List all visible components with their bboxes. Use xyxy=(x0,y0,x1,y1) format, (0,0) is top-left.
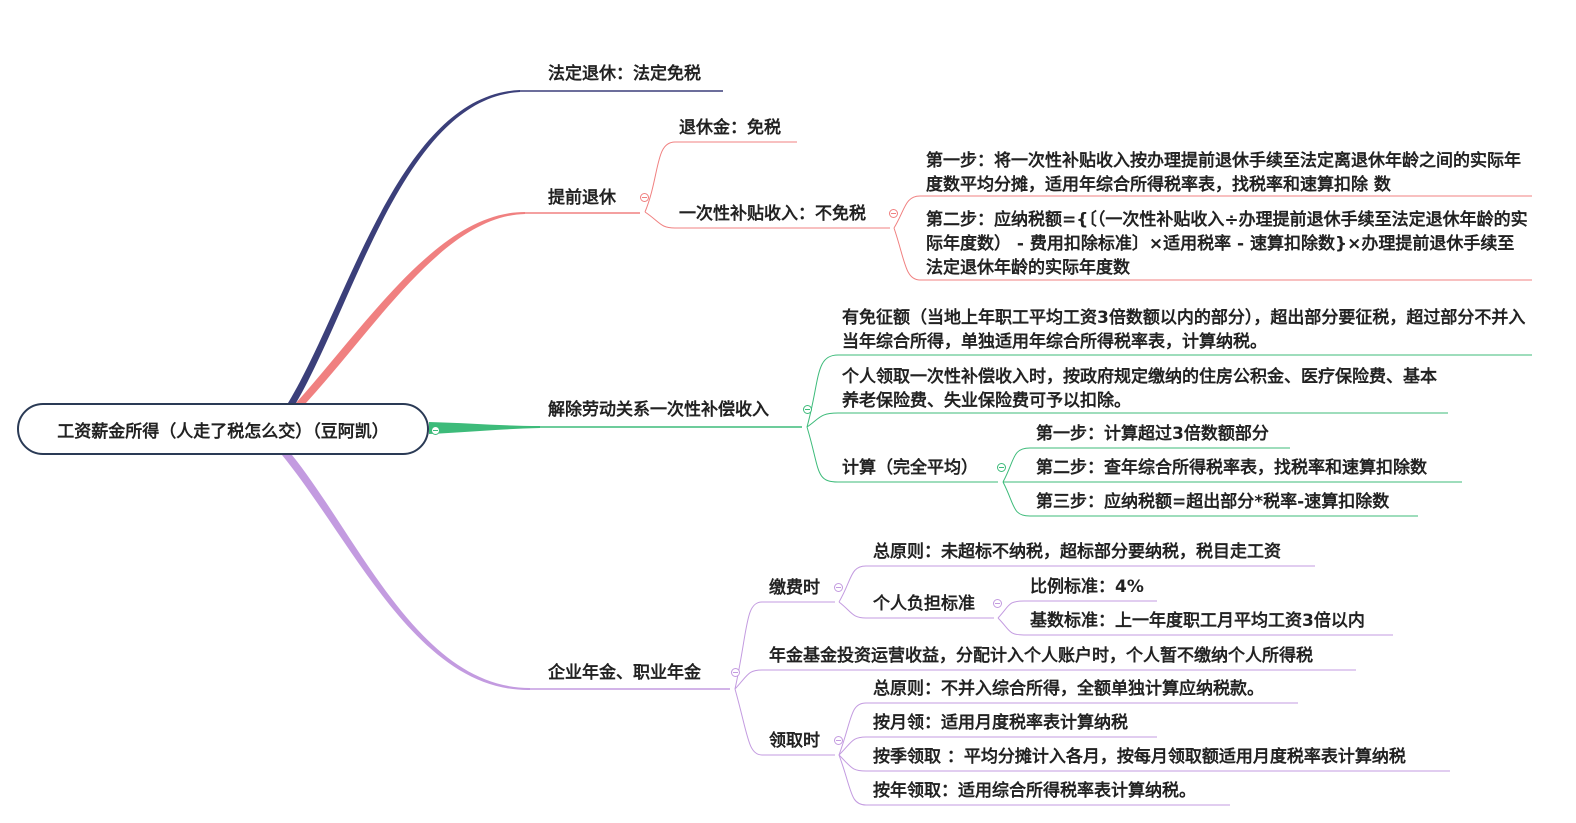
topic-termination-exempt[interactable]: 有免征额（当地上年职工平均工资3倍数额以内的部分），超出部分要征税，超过部分不并… xyxy=(842,308,1526,352)
topic-receive-quarterly[interactable]: 按季领取 ：平均分摊计入各月，按每月领取额适用月度税率表计算纳税 xyxy=(873,747,1406,767)
termination-collapse-toggle[interactable] xyxy=(803,405,812,414)
branch-annuity-connector xyxy=(282,455,530,691)
topic-termination-calc[interactable]: 计算（完全平均） xyxy=(842,458,978,478)
topic-base-standard[interactable]: 基数标准：上一年度职工月平均工资3倍以内 xyxy=(1030,611,1365,631)
root-topic[interactable]: 工资薪金所得（人走了税怎么交）（豆阿凯） xyxy=(17,403,429,455)
topic-receive-yearly[interactable]: 按年领取：适用综合所得税率表计算纳税。 xyxy=(873,781,1196,801)
root-topic-label: 工资薪金所得（人走了税怎么交）（豆阿凯） xyxy=(57,421,389,442)
topic-annuity-pay[interactable]: 缴费时 xyxy=(769,578,820,598)
topic-calc-step1[interactable]: 第一步：计算超过3倍数额部分 xyxy=(1036,424,1269,444)
topic-ratio-standard[interactable]: 比例标准：4% xyxy=(1030,577,1144,597)
pay-collapse-toggle[interactable] xyxy=(834,583,843,592)
topic-legal-retire[interactable]: 法定退休：法定免税 xyxy=(548,64,701,84)
receive-collapse-toggle[interactable] xyxy=(834,736,843,745)
topic-calc-step3[interactable]: 第三步：应纳税额=超出部分*税率-速算扣除数 xyxy=(1036,492,1390,512)
topic-lump-sum[interactable]: 一次性补贴收入：不免税 xyxy=(679,204,866,224)
topic-receive-monthly[interactable]: 按月领：适用月度税率表计算纳税 xyxy=(873,713,1128,733)
topic-early-step2[interactable]: 第二步：应纳税额={〔（一次性补贴收入÷办理提前退休手续至法定退休年龄的实际年度… xyxy=(926,210,1528,278)
topic-pension[interactable]: 退休金：免税 xyxy=(679,118,781,138)
topic-termination-deduct[interactable]: 个人领取一次性补偿收入时，按政府规定缴纳的住房公积金、医疗保险费、基本养老保险费… xyxy=(842,367,1437,411)
topic-annuity-receive[interactable]: 领取时 xyxy=(769,731,820,751)
calc-collapse-toggle[interactable] xyxy=(997,463,1006,472)
early-retire-collapse-toggle[interactable] xyxy=(640,193,649,202)
branch-termination-connector xyxy=(429,422,540,434)
topic-calc-step2[interactable]: 第二步：查年综合所得税率表，找税率和速算扣除数 xyxy=(1036,458,1427,478)
annuity-collapse-toggle[interactable] xyxy=(731,668,740,677)
root-collapse-toggle[interactable] xyxy=(431,426,440,435)
topic-early-step1[interactable]: 第一步：将一次性补贴收入按办理提前退休手续至法定离退休年龄之间的实际年度数平均分… xyxy=(926,151,1521,195)
branch-legal-retire-connector xyxy=(288,90,520,403)
topic-termination[interactable]: 解除劳动关系一次性补偿收入 xyxy=(548,400,769,420)
topic-annuity-invest[interactable]: 年金基金投资运营收益，分配计入个人账户时，个人暂不缴纳个人所得税 xyxy=(769,646,1313,666)
topic-annuity[interactable]: 企业年金、职业年金 xyxy=(548,663,701,683)
topic-early-retire[interactable]: 提前退休 xyxy=(548,188,616,208)
topic-pay-principle[interactable]: 总原则：未超标不纳税，超标部分要纳税，税目走工资 xyxy=(873,542,1281,562)
topic-personal-standard[interactable]: 个人负担标准 xyxy=(873,594,975,614)
branch-early-retire-connector xyxy=(296,212,525,403)
personal-standard-collapse-toggle[interactable] xyxy=(993,599,1002,608)
topic-receive-principle[interactable]: 总原则：不并入综合所得，全额单独计算应纳税款。 xyxy=(873,679,1264,699)
lump-sum-collapse-toggle[interactable] xyxy=(889,209,898,218)
